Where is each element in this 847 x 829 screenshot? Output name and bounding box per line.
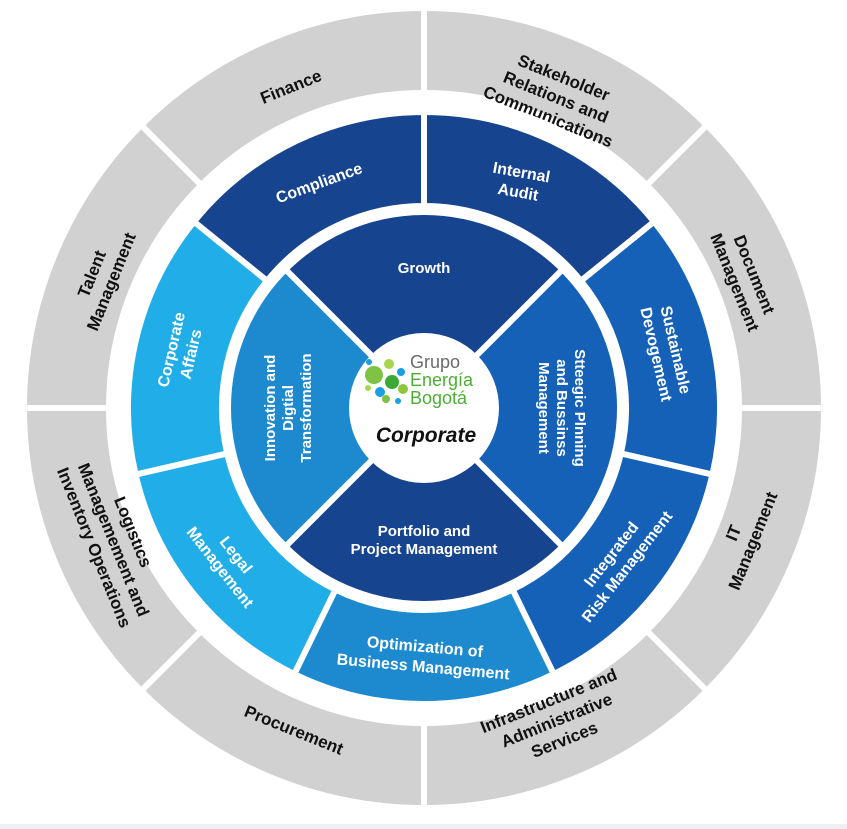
grupo-energia-bogota-logo: Grupo Energía Bogotá xyxy=(365,352,474,408)
center-hub: Grupo Energía Bogotá Corporate xyxy=(352,336,496,480)
segment-corporate-affairs xyxy=(125,217,272,479)
label-innovation: Innovation andDigtialTransformation xyxy=(262,353,315,462)
label-internal-audit: InternalAudit xyxy=(488,160,551,206)
logo-bubbles-icon xyxy=(365,359,408,404)
logo-text-grupo: Grupo xyxy=(410,352,460,372)
logo-text-bogota: Bogotá xyxy=(410,388,468,408)
bottom-strip xyxy=(0,824,847,829)
center-circle xyxy=(352,336,496,480)
segment-talent xyxy=(20,120,206,411)
label-growth: Growth xyxy=(398,260,451,277)
ring-separator xyxy=(112,96,736,720)
label-strategic-planning: Stteegic Plnningand BussinssManagement xyxy=(535,349,588,467)
center-title: Corporate xyxy=(376,424,477,447)
logo-text-energia: Energía xyxy=(410,370,474,390)
